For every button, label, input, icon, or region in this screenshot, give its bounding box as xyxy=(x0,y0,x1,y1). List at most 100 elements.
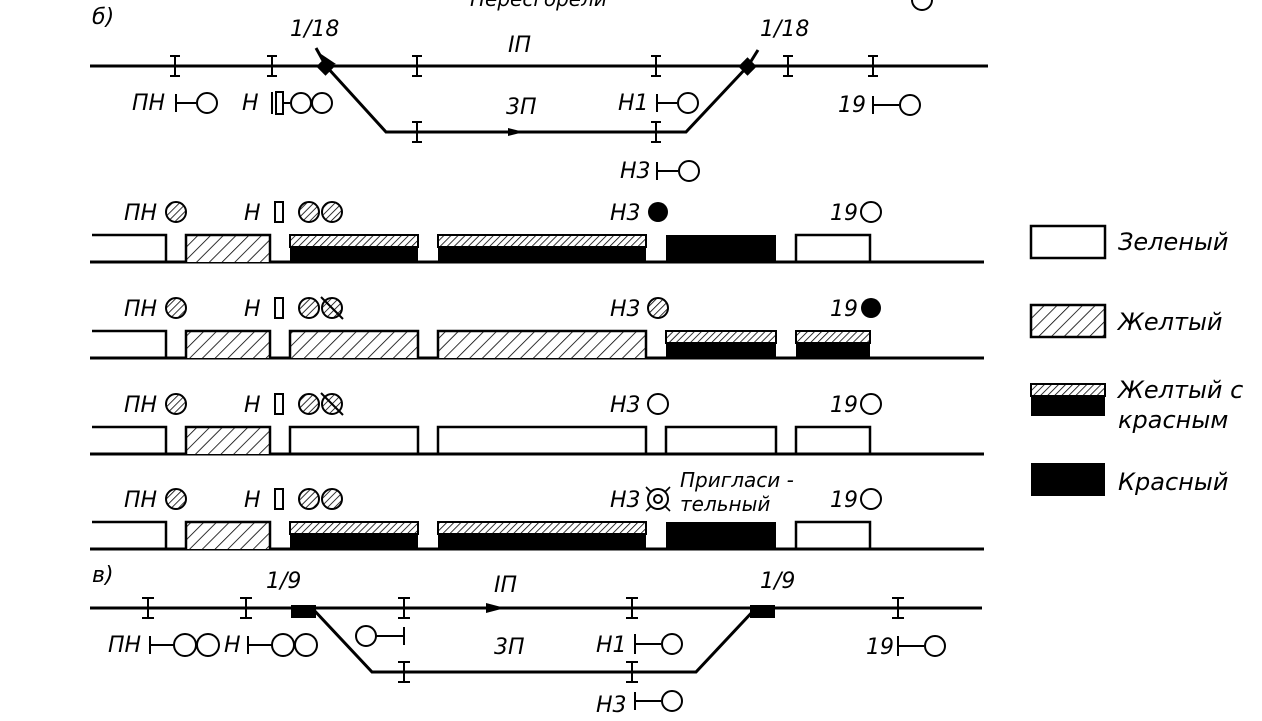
state-block-y xyxy=(436,329,648,358)
signal-n-c-label: Н xyxy=(224,633,241,658)
state-19-lamp-icon xyxy=(861,298,881,318)
state-block-y xyxy=(184,425,272,454)
signal-19-c-label: 19 xyxy=(866,635,894,660)
signal-n3-c-label: Н3 xyxy=(596,693,627,718)
signal-pn-b-label: ПН xyxy=(132,91,165,116)
state-n-label: Н xyxy=(244,297,261,322)
state-19-lamp-icon xyxy=(860,201,882,223)
state-block-yr xyxy=(437,234,647,262)
signal-n1-c-label: Н1 xyxy=(596,633,627,658)
switch-right-b-label: 1/18 xyxy=(760,17,809,42)
signal-19-b-label: 19 xyxy=(838,93,866,118)
section-c-label: в) xyxy=(92,563,114,588)
signal-pn-c-label: ПН xyxy=(108,633,141,658)
legend-green-swatch xyxy=(1029,224,1107,260)
signal-19-b-icon xyxy=(872,94,921,116)
state-row-2: ПН Н Н3 19 xyxy=(90,296,984,360)
invitation-label-2: тельный xyxy=(680,492,770,516)
track-side-b-label: 3П xyxy=(506,95,537,120)
state-n3-lamp-icon xyxy=(647,297,669,319)
state-pn-label: ПН xyxy=(124,393,157,418)
signal-n1-b-icon xyxy=(656,92,699,114)
section-b-label: б) xyxy=(92,5,114,30)
switch-left-b-icon xyxy=(316,57,335,76)
state-n-label: Н xyxy=(244,488,261,513)
legend-yellow-label: Желтый xyxy=(1116,308,1222,336)
joint-markers-b xyxy=(170,55,878,143)
state-n-label: Н xyxy=(244,201,261,226)
track-side-c xyxy=(310,606,758,674)
signal-n1-c-icon xyxy=(634,633,683,655)
state-n-lamp-icon xyxy=(274,488,343,510)
state-n-lamp-icon xyxy=(274,296,344,320)
state-pn-lamp-icon xyxy=(165,393,187,415)
state-block-yr xyxy=(289,234,419,262)
state-n3-lamp-icon xyxy=(647,393,669,415)
signal-19-c-icon xyxy=(897,635,946,657)
section-b: б) 1/18 1/18 IП 3П ПН Н xyxy=(90,5,988,184)
state-pn-label: ПН xyxy=(124,297,157,322)
state-block-w xyxy=(92,329,168,358)
legend-yellow-swatch xyxy=(1029,303,1107,339)
legend-red-label: Красный xyxy=(1118,468,1228,496)
signal-n1-b-label: Н1 xyxy=(618,91,649,116)
state-block-w xyxy=(436,425,648,454)
state-block-y xyxy=(184,233,272,262)
legend: Зеленый Желтый Желтый с красным Красный xyxy=(1029,224,1243,496)
state-row-3: ПН Н Н3 19 xyxy=(90,392,984,456)
state-n-lamp-icon xyxy=(274,392,344,416)
state-block-yr xyxy=(665,330,777,358)
header-partial-text: Пересгорели xyxy=(470,0,607,11)
state-19-label: 19 xyxy=(830,488,858,513)
signal-pn-b-icon xyxy=(175,92,218,114)
state-n3-lamp-icon xyxy=(648,202,668,222)
track-side-c-label: 3П xyxy=(494,635,525,660)
invitation-label-1: Пригласи - xyxy=(680,468,794,492)
state-pn-lamp-icon xyxy=(165,297,187,319)
state-19-label: 19 xyxy=(830,297,858,322)
state-n-lamp-icon xyxy=(274,201,343,223)
state-pn-lamp-icon xyxy=(165,488,187,510)
track-main-b-label: IП xyxy=(508,33,531,58)
signal-shunt-c-icon xyxy=(355,625,405,647)
state-block-r xyxy=(666,235,776,262)
switch-left-c-icon xyxy=(291,605,316,618)
state-19-label: 19 xyxy=(830,201,858,226)
signal-pn-c-icon xyxy=(149,633,220,657)
state-block-w xyxy=(794,425,872,454)
state-n3-lamp-icon xyxy=(645,486,671,512)
state-block-yr xyxy=(795,330,871,358)
switch-left-c-label: 1/9 xyxy=(266,569,301,594)
state-row-1: ПН Н Н3 19 xyxy=(90,201,984,264)
switch-left-b-label: 1/18 xyxy=(290,17,339,42)
signal-n3-b-label: Н3 xyxy=(620,159,651,184)
state-block-w xyxy=(288,425,420,454)
state-n3-label: Н3 xyxy=(610,393,641,418)
section-c: в) 1/9 1/9 IП 3П ПН Н xyxy=(90,563,982,718)
legend-yellow-red-swatch xyxy=(1030,383,1106,416)
signal-n-b-label: Н xyxy=(242,91,259,116)
state-n3-label: Н3 xyxy=(610,201,641,226)
legend-yellow-red-label-1: Желтый с xyxy=(1116,376,1243,404)
state-n-label: Н xyxy=(244,393,261,418)
state-19-lamp-icon xyxy=(860,393,882,415)
signal-n-b-icon xyxy=(271,91,333,115)
signal-n3-c-icon xyxy=(634,690,683,712)
state-19-label: 19 xyxy=(830,393,858,418)
state-block-w xyxy=(92,520,168,549)
state-pn-label: ПН xyxy=(124,201,157,226)
state-block-w xyxy=(794,233,872,262)
legend-red-swatch xyxy=(1031,463,1105,496)
track-side-b xyxy=(324,64,750,134)
state-block-w xyxy=(794,520,872,549)
state-block-y xyxy=(184,520,272,549)
signal-n-c-icon xyxy=(247,633,318,657)
state-block-w xyxy=(92,233,168,262)
state-pn-label: ПН xyxy=(124,488,157,513)
state-block-r xyxy=(666,522,776,549)
state-block-w xyxy=(92,425,168,454)
state-n3-label: Н3 xyxy=(610,297,641,322)
